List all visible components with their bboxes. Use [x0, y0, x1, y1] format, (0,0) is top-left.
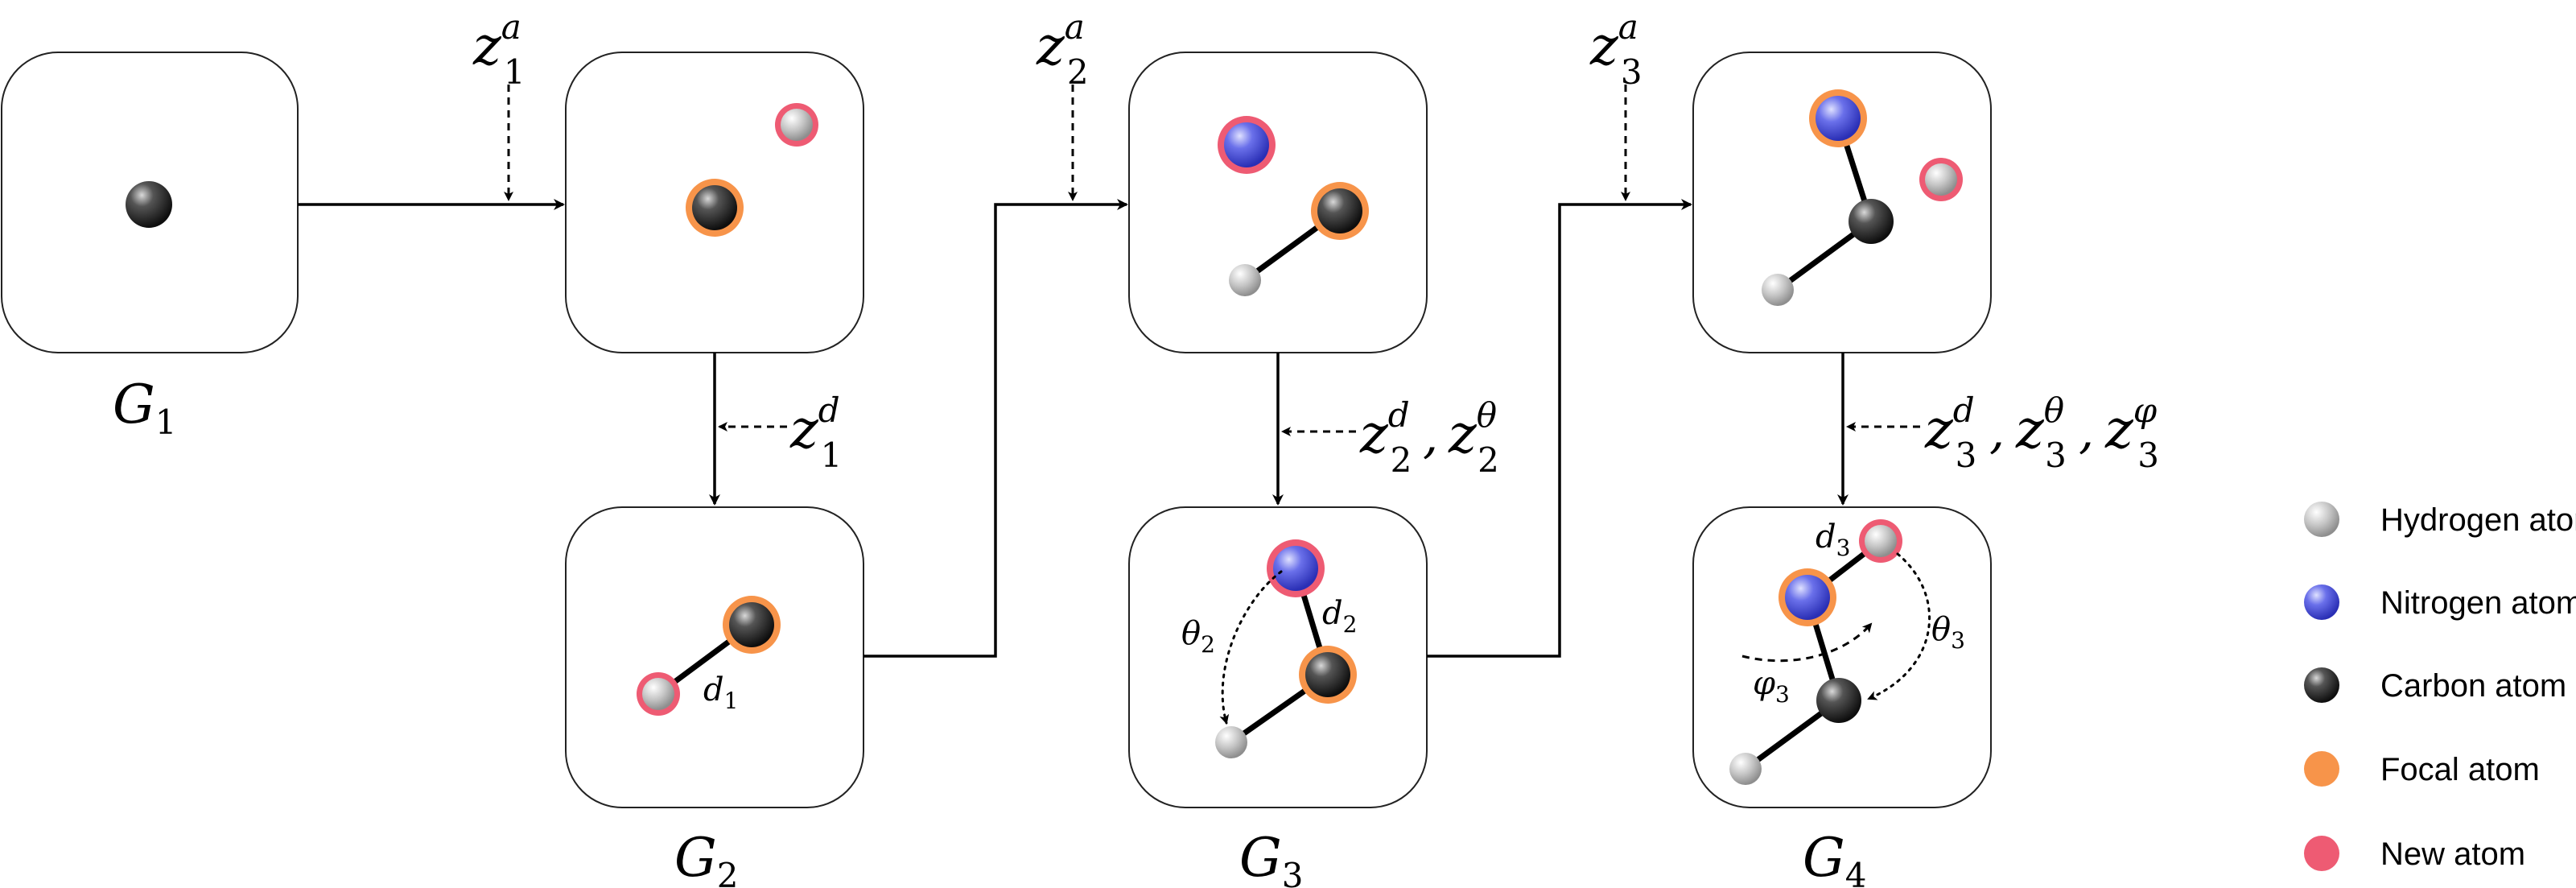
graph-label-g3: G3 — [1239, 827, 1303, 888]
label-theta3: θ3 — [1931, 611, 1965, 654]
legend-label: New atom — [2380, 836, 2525, 872]
graph-box-g2-step-atom — [1128, 52, 1428, 353]
nitrogen-atom — [1816, 96, 1861, 141]
nitrogen-swatch-icon — [2304, 584, 2339, 620]
label-theta2: θ2 — [1181, 615, 1215, 658]
graph-label-g4: G4 — [1803, 827, 1866, 888]
label-d1: d1 — [703, 671, 738, 714]
graph-label-g1: G1 — [113, 374, 176, 442]
legend-item-nitrogen: Nitrogen atom — [2304, 584, 2576, 621]
hydrogen-atom — [1229, 264, 1261, 296]
graph-box-g4 — [1692, 506, 1992, 808]
legend-label: Nitrogen atom — [2380, 585, 2576, 621]
label-d2: d2 — [1322, 595, 1357, 638]
carbon-atom — [1305, 652, 1350, 697]
molecule-g1 — [126, 181, 172, 228]
carbon-atom — [1317, 188, 1362, 233]
carbon-atom — [1849, 199, 1894, 244]
legend-label: Carbon atom — [2380, 668, 2566, 704]
carbon-atom — [692, 185, 737, 230]
hydrogen-atom — [1865, 525, 1897, 557]
molecule-step1 — [686, 103, 818, 237]
focal-swatch-icon — [2304, 751, 2339, 787]
edge-g2-to-step2 — [863, 199, 1128, 658]
carbon-atom — [729, 602, 774, 647]
edge-g3-to-step3 — [1427, 199, 1692, 658]
molecule-g2: d1 — [637, 596, 781, 716]
carbon-atom — [1816, 678, 1861, 723]
latent-sep-2: , — [1423, 408, 1438, 465]
hydrogen-atom — [781, 109, 813, 141]
nitrogen-atom — [1273, 546, 1318, 591]
hydrogen-atom — [642, 678, 674, 710]
new-swatch-icon — [2304, 836, 2339, 871]
label-d3: d3 — [1816, 518, 1850, 561]
legend-item-focal: Focal atom — [2304, 751, 2540, 787]
nitrogen-atom — [1224, 122, 1269, 167]
angle-arc-theta2 — [1219, 570, 1283, 725]
hydrogen-atom — [1729, 753, 1762, 785]
latent-sep-3a: , — [1989, 403, 2005, 460]
carbon-atom — [126, 181, 172, 228]
label-phi3: φ3 — [1753, 665, 1790, 708]
latent-sep-3b: , — [2079, 403, 2094, 460]
hydrogen-atom — [1762, 274, 1794, 306]
nitrogen-atom — [1785, 575, 1830, 620]
angle-arc-theta3 — [1867, 552, 1931, 700]
molecule-g3: θ2 d2 — [1181, 539, 1357, 758]
hydrogen-atom — [1925, 163, 1957, 196]
graph-label-g2: G2 — [674, 827, 738, 888]
legend-label: Focal atom — [2380, 752, 2540, 787]
dihedral-arc-phi3 — [1741, 622, 1873, 663]
legend-item-new: New atom — [2304, 836, 2525, 872]
hydrogen-atom — [1215, 726, 1247, 758]
molecule-step3 — [1762, 89, 1963, 306]
graph-box-g2 — [565, 506, 864, 808]
hydrogen-swatch-icon — [2304, 502, 2339, 537]
legend-item-carbon: Carbon atom — [2304, 667, 2566, 704]
molecule-g4: d3 θ3 φ3 — [1729, 518, 1965, 785]
carbon-swatch-icon — [2304, 667, 2339, 703]
legend-item-hydrogen: Hydrogen atom — [2304, 502, 2576, 538]
legend-label: Hydrogen atom — [2380, 502, 2576, 538]
molecule-step2 — [1218, 116, 1369, 296]
legend: Hydrogen atom Nitrogen atom Carbon atom … — [2304, 502, 2576, 872]
